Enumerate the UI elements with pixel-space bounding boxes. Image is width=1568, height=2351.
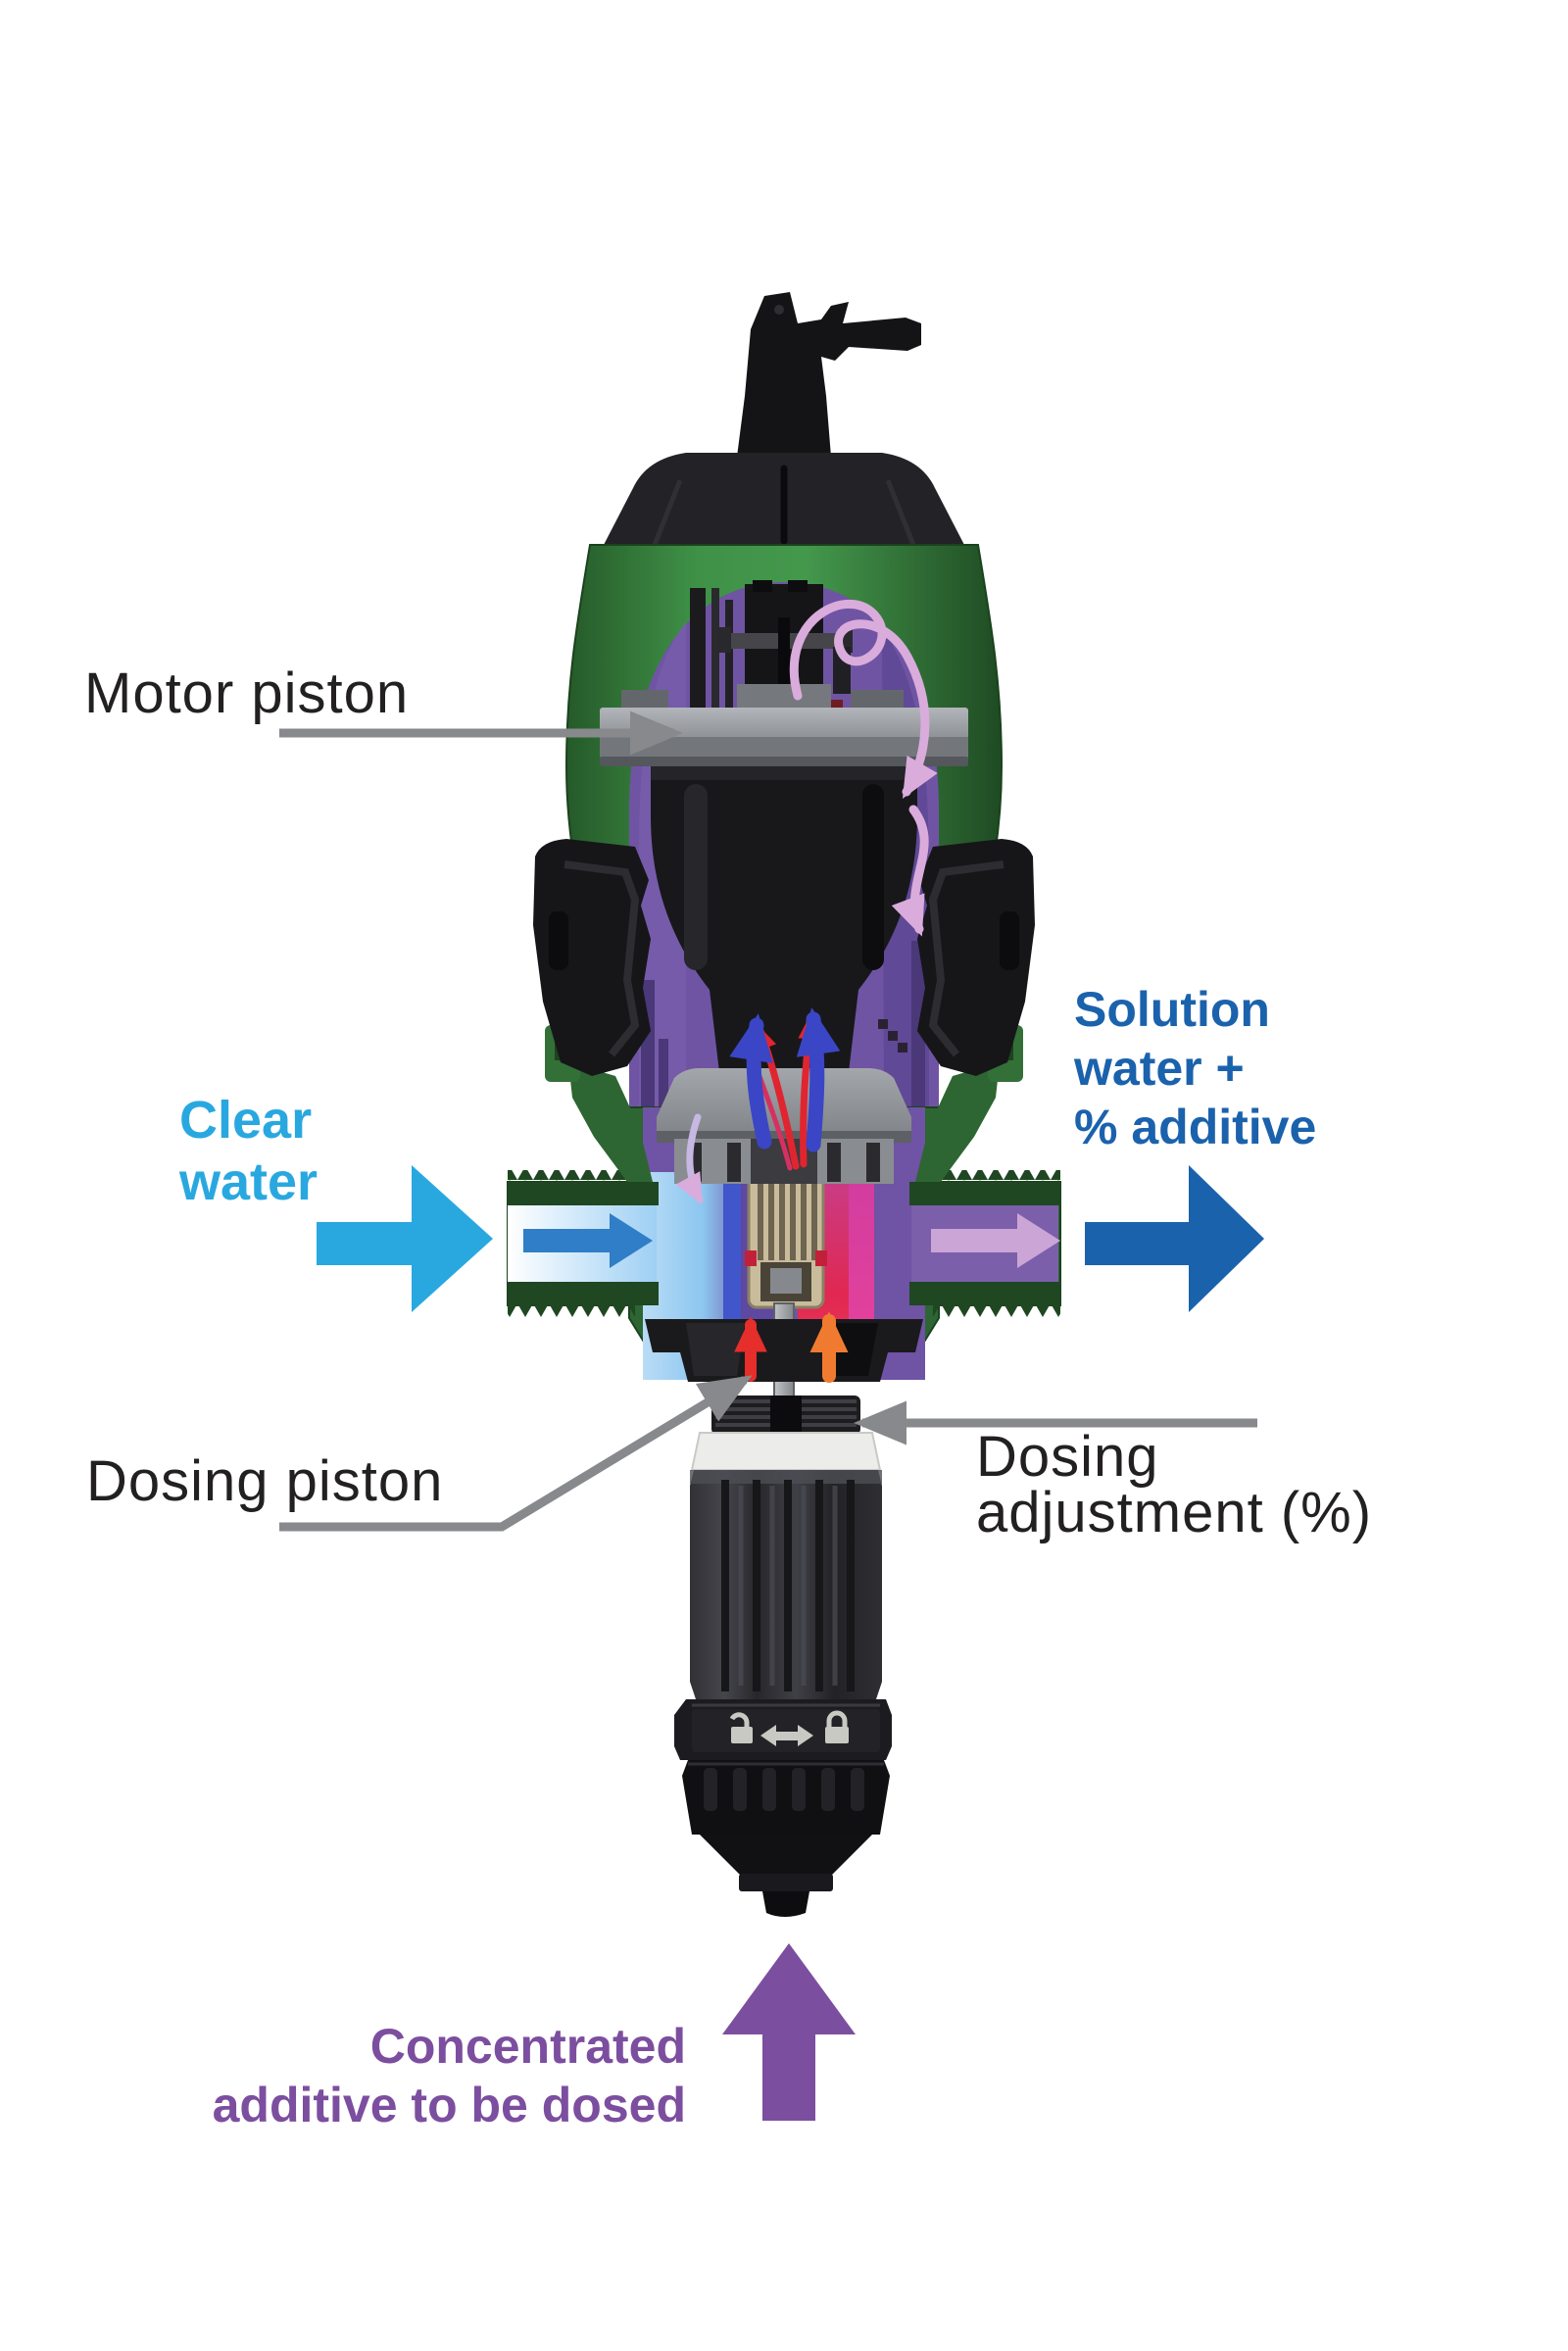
motor-piston-label: Motor piston: [84, 661, 410, 725]
side-clamp-right: [915, 839, 1035, 1182]
outlet-threads: [933, 1170, 1060, 1184]
outlet-flow-arrow: [931, 1213, 1060, 1268]
leader-lines: [279, 710, 1257, 1532]
dosing-nut: [645, 1319, 923, 1382]
lock-band: [674, 1699, 892, 1760]
concentrated-additive-arrow: [722, 1943, 856, 2121]
clear-water-label-line2: water: [179, 1152, 318, 1211]
mixing-flow-arrows: [729, 1007, 849, 1383]
swirl-flow-arrow: [891, 805, 929, 937]
unlock-icon: [729, 1712, 753, 1743]
concentrated-label-line2: additive to be dosed: [212, 2078, 686, 2132]
adjustment-index-tab: [770, 1396, 802, 1437]
inlet-pipe: [508, 1170, 659, 1317]
suction-valve-assembly: [745, 1160, 827, 1309]
inlet-flow-arrow: [523, 1213, 653, 1268]
dosing-adjustment-label-line2: adjustment (%): [976, 1481, 1373, 1544]
solution-label-line1: Solution: [1074, 982, 1270, 1037]
vent-hole: [774, 305, 784, 315]
dosing-piston-label: Dosing piston: [86, 1449, 444, 1513]
side-clamp-left: [533, 839, 653, 1182]
dosing-adjustment-label: Dosing adjustment (%): [976, 1425, 1373, 1544]
solution-label-line2: water +: [1074, 1041, 1245, 1096]
swirl-flow-arrow: [789, 599, 938, 800]
outlet-pipe: [909, 1170, 1060, 1317]
blue-up-arrow: [729, 1013, 773, 1150]
solution-label-line3: % additive: [1074, 1100, 1317, 1154]
recirculation-flow-arrows: [675, 599, 938, 1205]
clear-water-label: Clear water: [179, 1090, 318, 1213]
lock-icon: [825, 1710, 849, 1743]
concentrated-additive-label: Concentrated additive to be dosed: [147, 2017, 686, 2134]
dosing-piston-leader: [279, 1375, 753, 1532]
suction-fitting: [682, 1760, 890, 1917]
inlet-threads: [508, 1303, 635, 1317]
air-bleed-valve-icon: [737, 292, 921, 457]
clear-water-label-line1: Clear: [179, 1091, 313, 1150]
motor-piston-plate: [600, 684, 968, 766]
outlet-threads: [933, 1303, 1060, 1317]
blue-up-arrow: [796, 1007, 841, 1152]
solution-water-arrow: [1085, 1165, 1264, 1312]
swirl-flow-arrow: [675, 1113, 704, 1205]
suction-tip: [762, 1891, 809, 1917]
inlet-threads: [508, 1170, 635, 1184]
dosing-cylinder: [690, 1470, 882, 1699]
dose-range-double-arrow-icon: [760, 1725, 813, 1746]
dosing-adjustment-label-line1: Dosing: [976, 1425, 1159, 1489]
clear-water-arrow: [317, 1165, 493, 1312]
concentrated-label-line1: Concentrated: [369, 2019, 686, 2074]
motor-piston-bell: [651, 766, 917, 1072]
solution-water-label: Solution water + % additive: [1074, 980, 1316, 1156]
adjustment-white-ring: [690, 1432, 882, 1471]
